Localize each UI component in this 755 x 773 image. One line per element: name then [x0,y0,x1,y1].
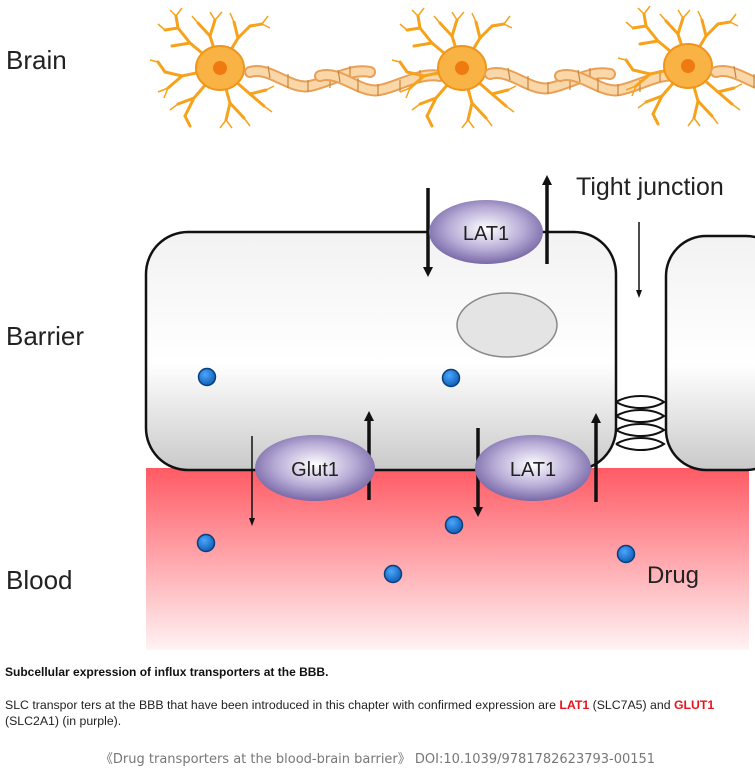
barrier-label: Barrier [6,321,84,351]
transporter-glut1: Glut1 [249,411,375,526]
lat1-top-ellipse [429,200,543,264]
glut1-ellipse [255,435,375,501]
lat1-bottom-label: LAT1 [510,459,556,481]
blood-region [146,468,749,650]
caption-glut1-highlight: GLUT1 [673,698,715,712]
cell-nucleus [456,292,558,358]
caption-text-2: (SLC7A5) and [589,698,674,712]
drug-dot [383,564,403,584]
axon-5 [716,66,755,92]
brain-neurons [148,4,755,130]
caption-body: SLC transpor ters at the BBB that have b… [5,697,750,729]
lat1-bottom-ellipse [475,435,591,501]
caption-title: Subcellular expression of influx transpo… [5,665,329,679]
tight-junction-coils [615,395,666,451]
drug-dot [616,544,636,564]
glut1-label: Glut1 [291,459,339,481]
blood-label: Blood [6,565,73,595]
axon-2 [320,70,440,96]
transporter-lat1-top: LAT1 [423,175,552,277]
tight-junction-label: Tight junction [576,173,724,201]
drug-dot [444,515,464,535]
axon-4 [560,70,680,96]
drug-label: Drug [647,562,699,589]
endothelial-cell-main [144,230,618,472]
drug-dot [196,533,216,553]
caption-lat1-highlight: LAT1 [559,698,590,712]
drug-dot [441,368,461,388]
endothelial-cell-neighbor [664,234,755,472]
lat1-top-label: LAT1 [463,223,509,245]
bbb-diagram: LAT1 Glut1 LAT1 Brain Barrier Blood Tigh… [6,4,755,650]
caption-text-1: SLC transpor ters at the BBB that have b… [5,698,560,712]
caption-text-3: (SLC2A1) (in purple). [5,714,122,728]
drug-dot [197,367,217,387]
brain-label: Brain [6,45,67,75]
drug-molecules [196,367,636,584]
transporter-lat1-bottom: LAT1 [473,413,601,517]
source-citation: 《Drug transporters at the blood-brain ba… [99,752,656,767]
